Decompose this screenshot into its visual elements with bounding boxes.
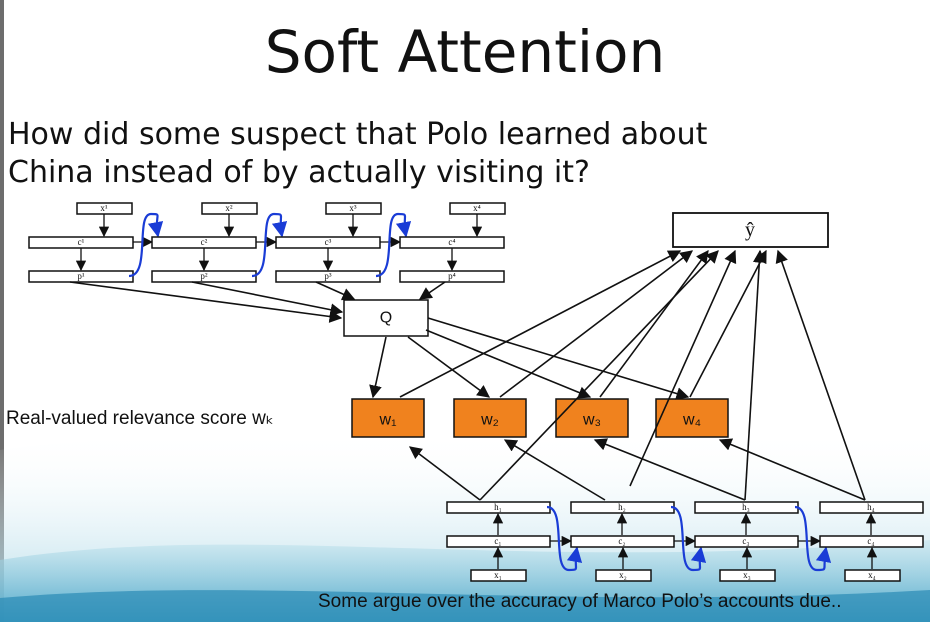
- passage-x-box-1: [470, 569, 527, 582]
- score-box-w4: [655, 398, 729, 438]
- slide-title: Soft Attention: [264, 18, 666, 86]
- p3-to-query-arrow: [315, 281, 356, 301]
- question-c-label-4: c⁴: [448, 237, 455, 247]
- passage-h-label-2: h₂: [618, 502, 626, 512]
- question-p-label-4: p⁴: [448, 271, 456, 281]
- w2-to-output-arrow: [499, 250, 694, 398]
- h2-to-w2-arrow: [503, 439, 606, 501]
- passage-x-box-4: [844, 569, 901, 582]
- question-c-label-2: c²: [201, 237, 208, 247]
- score-box-w2: [453, 398, 527, 438]
- question-line-1: How did some suspect that Polo learned a…: [8, 117, 708, 152]
- output-label: ŷ: [745, 219, 755, 241]
- w1-to-output-arrow: [399, 250, 682, 398]
- passage-x-label-3: x₃: [743, 570, 751, 580]
- passage-c-label-3: c₃: [742, 536, 749, 546]
- question-backdrop: [4, 104, 720, 196]
- h1-to-output-arrow: [479, 250, 719, 501]
- question-line-2: China instead of by actually visiting it…: [8, 155, 590, 190]
- query-to-w2-arrow: [407, 336, 491, 398]
- question-x-label-3: x³: [349, 203, 357, 213]
- w3-to-output-arrow: [599, 249, 709, 398]
- p1-to-query-arrow: [69, 281, 343, 323]
- passage-c-label-2: c₂: [618, 536, 625, 546]
- question-lstm-link-2: [251, 212, 288, 278]
- score-box-w3: [555, 398, 629, 438]
- question-x-label-2: x²: [225, 203, 233, 213]
- background-wave-deep: [0, 590, 930, 622]
- h4-to-w4-arrow: [718, 438, 866, 501]
- question-text: How did some suspect that Polo learned a…: [8, 116, 707, 192]
- passage-text: Some argue over the accuracy of Marco Po…: [318, 591, 842, 612]
- passage-h-label-4: h₄: [867, 502, 875, 512]
- query-to-w3-arrow: [425, 329, 592, 399]
- score-label-w4: w₄: [682, 412, 701, 429]
- passage-lstm-link-3: [794, 505, 832, 572]
- passage-lstm-link-2: [670, 505, 707, 572]
- passage-c-label-4: c₄: [867, 536, 874, 546]
- h1-to-w1-arrow: [408, 446, 481, 501]
- passage-lstm-link-1: [546, 505, 583, 572]
- h2-to-output-arrow: [629, 249, 737, 487]
- passage-x-label-2: x₂: [619, 570, 627, 580]
- question-p-label-3: p³: [324, 271, 332, 281]
- p2-to-query-arrow: [191, 281, 344, 317]
- question-x-label-4: x⁴: [473, 203, 481, 213]
- h3-to-output-arrow: [744, 249, 766, 501]
- question-lstm-link-3: [375, 212, 412, 278]
- passage-x-box-3: [719, 569, 776, 582]
- w4-to-output-arrow: [689, 249, 767, 398]
- score-label-w1: w₁: [379, 412, 397, 429]
- passage-x-label-1: x₁: [494, 570, 502, 580]
- passage-h-label-3: h₃: [742, 502, 750, 512]
- question-x-label-1: x¹: [100, 203, 108, 213]
- passage-x-box-2: [595, 569, 652, 582]
- attention-diagram: x¹ c¹ p¹ x² c² p² x³ c³ p³ x⁴ c⁴ p⁴ Qw₁ w₂ w₃ w₄ ŷ h₁ c₁ x₁…: [28, 202, 924, 582]
- h4-to-output-arrow: [775, 249, 866, 501]
- h3-to-w3-arrow: [593, 438, 746, 501]
- score-label-w3: w₃: [582, 412, 601, 429]
- relevance-score-label: Real-valued relevance score wₖ: [6, 408, 274, 429]
- score-label-w2: w₂: [480, 412, 499, 429]
- p4-to-query-arrow: [418, 281, 446, 300]
- question-p-label-1: p¹: [77, 271, 85, 281]
- query-box: [343, 299, 429, 337]
- score-box-w1: [351, 398, 425, 438]
- passage-c-label-1: c₁: [494, 536, 501, 546]
- slide-left-border: [0, 0, 4, 622]
- query-label: Q: [380, 310, 392, 327]
- question-c-label-3: c³: [325, 237, 332, 247]
- question-lstm-link-1: [128, 212, 164, 278]
- passage-x-label-4: x₄: [868, 570, 876, 580]
- query-to-w1-arrow: [369, 336, 387, 399]
- output-box: [672, 212, 829, 248]
- passage-h-label-1: h₁: [494, 502, 502, 512]
- query-to-w4-arrow: [427, 317, 690, 400]
- question-c-label-1: c¹: [78, 237, 85, 247]
- question-p-label-2: p²: [200, 271, 208, 281]
